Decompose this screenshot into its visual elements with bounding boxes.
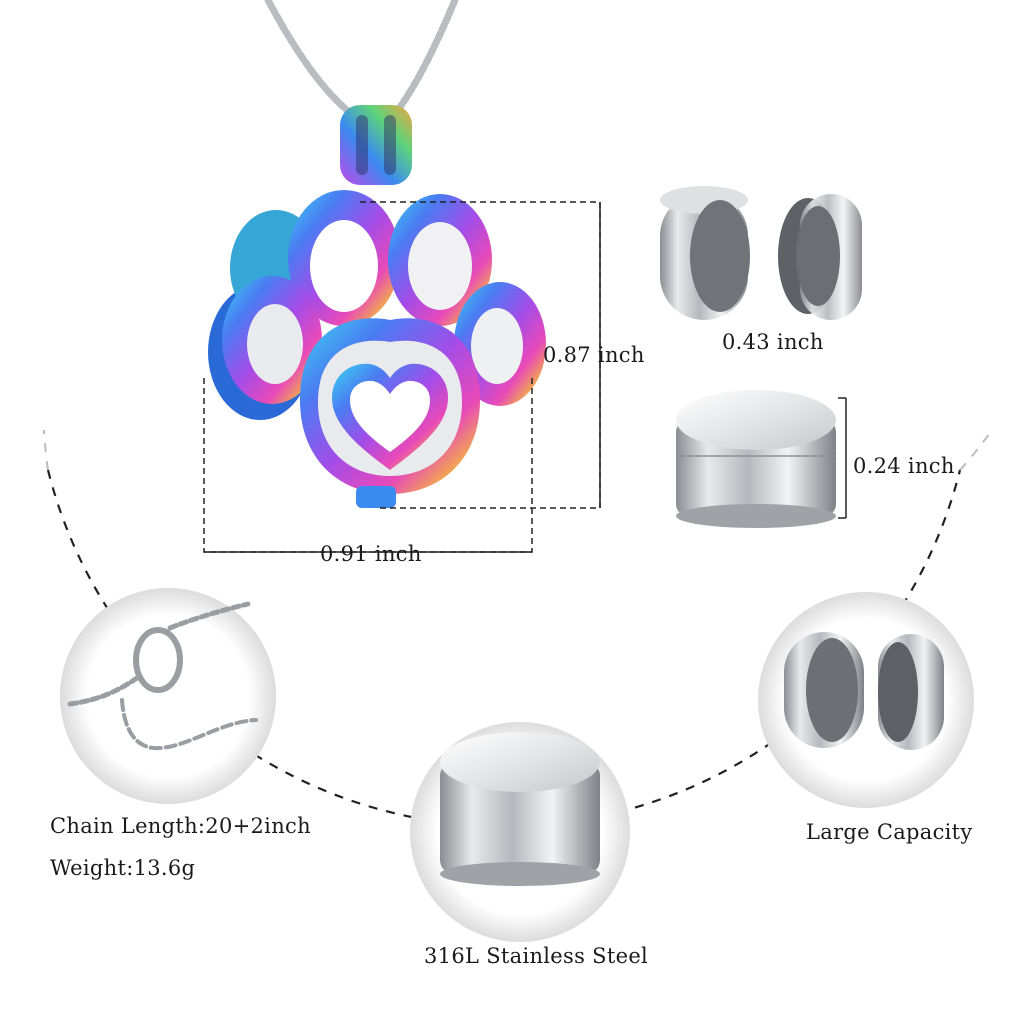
pendant-bail (340, 105, 412, 185)
weight-label: Weight:13.6g (50, 856, 196, 880)
height-dimension-label: 0.87 inch (543, 343, 645, 367)
dimension-lines (203, 201, 847, 553)
paw-pendant (208, 190, 546, 508)
material-label: 316L Stainless Steel (424, 944, 649, 968)
capsule-steel-bottom (440, 732, 600, 886)
width-dimension-label: 0.91 inch (320, 542, 422, 566)
capsule-open-top (660, 186, 862, 320)
chain-detail-circle (60, 588, 276, 804)
capsule-capacity (784, 632, 944, 750)
chain-length-label: Chain Length:20+2inch (50, 814, 311, 838)
capsule-diameter-label: 0.43 inch (722, 330, 824, 354)
capacity-label: Large Capacity (806, 820, 973, 844)
necklace-chain (264, 0, 459, 124)
capsule-closed-top (676, 390, 836, 528)
capsule-height-label: 0.24 inch (853, 454, 955, 478)
chain-closeup (67, 601, 258, 751)
